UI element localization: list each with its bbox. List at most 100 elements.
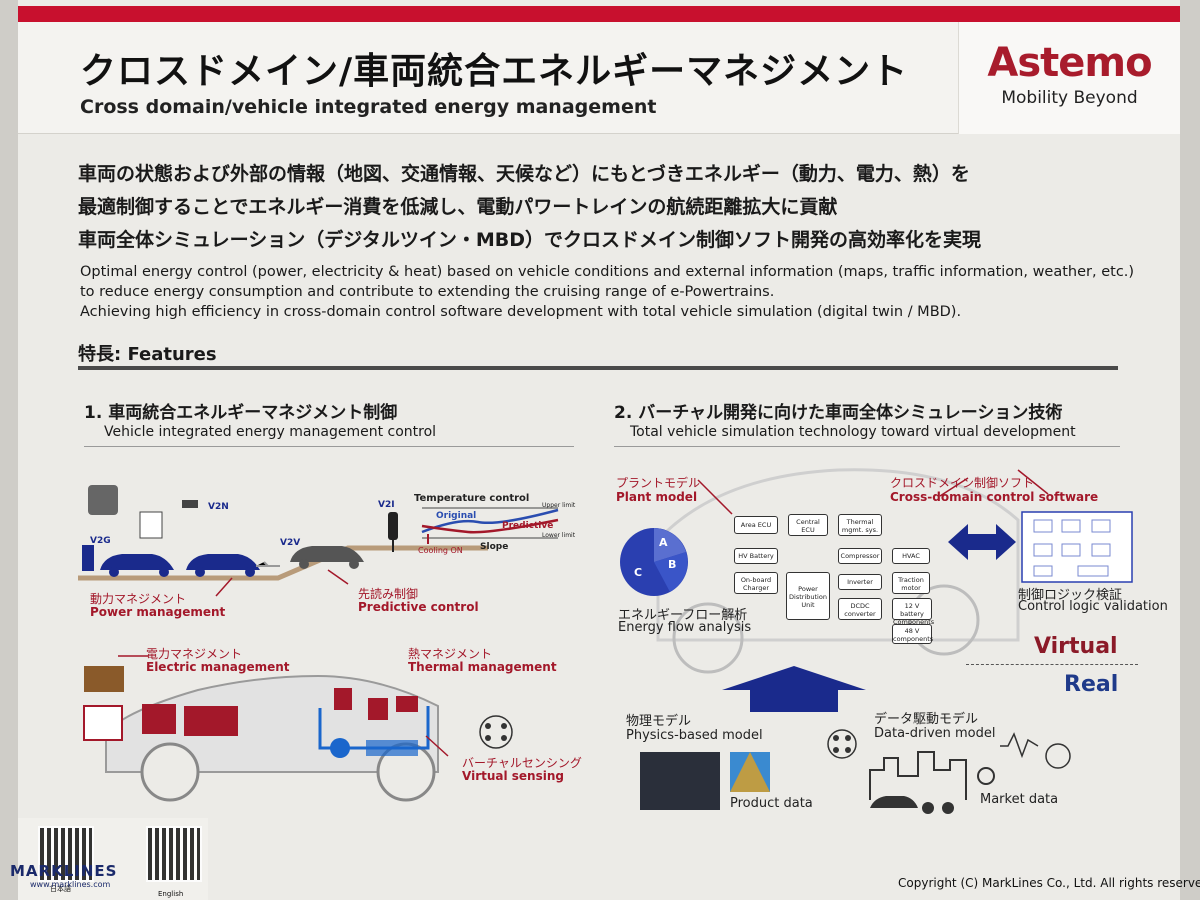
neural-network-icon bbox=[479, 715, 513, 749]
map-icon bbox=[139, 511, 163, 539]
physics-model-jp: 物理モデル bbox=[626, 714, 692, 729]
electric-mgmt-jp: 電力マネジメント bbox=[146, 647, 243, 661]
section2-subtitle: Total vehicle simulation technology towa… bbox=[630, 424, 1076, 440]
desc-jp-line: 最適制御することでエネルギー消費を低減し、電動パワートレインの航続距離拡大に貢献 bbox=[78, 196, 838, 218]
qr1-caption: 日本語 bbox=[50, 885, 71, 893]
desc-en-line: Achieving high efficiency in cross-domai… bbox=[80, 304, 962, 320]
display-board: クロスドメイン/車両統合エネルギーマネジメント Cross domain/veh… bbox=[18, 0, 1200, 900]
thermal-mgmt-box: Thermal mgmt. sys. bbox=[838, 514, 882, 536]
data-model-jp: データ駆動モデル bbox=[874, 712, 979, 727]
illustrations bbox=[18, 468, 1133, 900]
v2i-label: V2I bbox=[378, 500, 395, 510]
product-data-label: Product data bbox=[730, 796, 813, 811]
person-icon bbox=[977, 767, 995, 785]
control-software-screen bbox=[1021, 511, 1133, 583]
marklines-url: www.marklines.com bbox=[30, 880, 111, 889]
power-mgmt-jp: 動力マネジメント bbox=[90, 592, 187, 606]
car-icon bbox=[290, 546, 364, 569]
driver-icon bbox=[88, 485, 118, 515]
physics-model-en: Physics-based model bbox=[626, 728, 763, 743]
marklines-watermark: MARKLINES bbox=[10, 862, 118, 880]
data-model-en: Data-driven model bbox=[874, 726, 996, 741]
description-jp: 車両の状態および外部の情報（地図、交通情報、天候など）にもとづきエネルギー（動力… bbox=[78, 158, 981, 257]
heater-icon bbox=[334, 688, 352, 710]
solar-panel-icon bbox=[84, 666, 124, 692]
top-red-stripe bbox=[18, 6, 1180, 22]
car-icon bbox=[100, 554, 174, 577]
ai-head-icon bbox=[1045, 743, 1071, 769]
qr2-caption: English bbox=[158, 890, 184, 898]
qr-code-english[interactable] bbox=[146, 826, 202, 882]
v2n-label: V2N bbox=[208, 502, 229, 512]
virtual-real-divider bbox=[966, 664, 1138, 665]
plant-model-jp: プラントモデル bbox=[616, 476, 701, 490]
inverter-icon bbox=[83, 705, 123, 741]
page-title-en: Cross domain/vehicle integrated energy m… bbox=[80, 96, 657, 118]
features-divider bbox=[78, 366, 1118, 370]
section1-subtitle: Vehicle integrated energy management con… bbox=[104, 424, 437, 440]
v2v-label: V2V bbox=[280, 538, 301, 548]
car-cutaway-illustration bbox=[83, 655, 513, 802]
section1-title: 1. 車両統合エネルギーマネジメント制御 bbox=[84, 403, 398, 423]
header: クロスドメイン/車両統合エネルギーマネジメント Cross domain/veh… bbox=[18, 22, 1180, 134]
original-label: Original bbox=[436, 511, 477, 521]
components-48v-box: 48 V components bbox=[892, 624, 933, 644]
predictive-label: Predictive bbox=[502, 521, 554, 531]
hv-battery-box: HV Battery bbox=[734, 548, 778, 564]
car-icon bbox=[186, 554, 260, 577]
cooling-on-label: Cooling ON bbox=[418, 546, 463, 555]
page-title-jp: クロスドメイン/車両統合エネルギーマネジメント bbox=[80, 51, 909, 92]
virtual-label: Virtual bbox=[1034, 634, 1118, 659]
qr-code-japanese[interactable] bbox=[38, 826, 94, 882]
road-scene-illustration bbox=[78, 485, 559, 597]
pie-label-b: B bbox=[668, 558, 677, 571]
market-data-label: Market data bbox=[980, 792, 1059, 807]
car-motorbike-icon bbox=[870, 796, 954, 814]
copyright-text: Copyright (C) MarkLines Co., Ltd. All ri… bbox=[898, 876, 1200, 890]
traction-motor-box: Traction motor bbox=[892, 572, 930, 594]
desc-jp-line: 車両全体シミュレーション（デジタルツイン・MBD）でクロスドメイン制御ソフト開発… bbox=[78, 229, 982, 251]
radiator-icon bbox=[368, 698, 388, 720]
energy-flow-en: Energy flow analysis bbox=[618, 620, 752, 635]
traffic-light-icon bbox=[388, 512, 398, 540]
real-label: Real bbox=[1064, 672, 1119, 697]
thermal-mgmt-jp: 熱マネジメント bbox=[408, 647, 493, 661]
cross-domain-en: Cross-domain control software bbox=[890, 490, 1099, 504]
virtual-sensing-jp: バーチャルセンシング bbox=[462, 756, 582, 770]
power-mgmt-en: Power management bbox=[90, 605, 226, 619]
pie-label-a: A bbox=[659, 536, 668, 549]
temp-control-label: Temperature control bbox=[414, 493, 530, 504]
logo-name: Astemo bbox=[987, 40, 1152, 86]
control-logic-jp: 制御ロジック検証 bbox=[1018, 588, 1123, 603]
inverter-box: Inverter bbox=[838, 574, 882, 590]
pie-label-c: C bbox=[634, 566, 643, 579]
desc-en-line: to reduce energy consumption and contrib… bbox=[80, 284, 775, 300]
thermal-mgmt-en: Thermal management bbox=[408, 660, 557, 674]
bidirectional-arrow bbox=[948, 524, 1016, 560]
charger-icon bbox=[82, 545, 94, 571]
electric-mgmt-en: Electric management bbox=[146, 660, 290, 674]
onboard-charger-box: On-board Charger bbox=[734, 572, 778, 594]
plant-model-en: Plant model bbox=[616, 490, 698, 504]
section1-divider bbox=[84, 446, 574, 447]
desc-en-line: Optimal energy control (power, electrici… bbox=[80, 264, 1135, 280]
lower-limit-label: Lower limit bbox=[542, 532, 576, 539]
logo-tagline: Mobility Beyond bbox=[1001, 88, 1138, 108]
section2-divider bbox=[614, 446, 1120, 447]
neural-network-icon bbox=[827, 729, 857, 759]
section2-title: 2. バーチャル開発に向けた車両全体シミュレーション技術 bbox=[614, 403, 1063, 423]
original-curve bbox=[421, 508, 559, 534]
waveform-icon bbox=[1000, 732, 1039, 759]
energy-flow-jp: エネルギーフロー解析 bbox=[618, 608, 748, 623]
astemo-logo: Astemo Mobility Beyond bbox=[958, 22, 1180, 134]
vehicle-simulation-illustration bbox=[620, 468, 1133, 814]
desc-jp-line: 車両の状態および外部の情報（地図、交通情報、天候など）にもとづきエネルギー（動力… bbox=[78, 163, 970, 185]
pdu-box: Power Distribution Unit bbox=[786, 572, 830, 620]
dcdc-box: DCDC converter bbox=[838, 598, 882, 620]
features-heading: 特長: Features bbox=[78, 344, 217, 365]
predictive-control-jp: 先読み制御 bbox=[358, 587, 419, 601]
virtual-sensing-en: Virtual sensing bbox=[462, 769, 564, 783]
control-logic-en: Control logic validation bbox=[1018, 599, 1168, 614]
pump-icon bbox=[330, 738, 350, 758]
v2g-label: V2G bbox=[90, 536, 111, 546]
